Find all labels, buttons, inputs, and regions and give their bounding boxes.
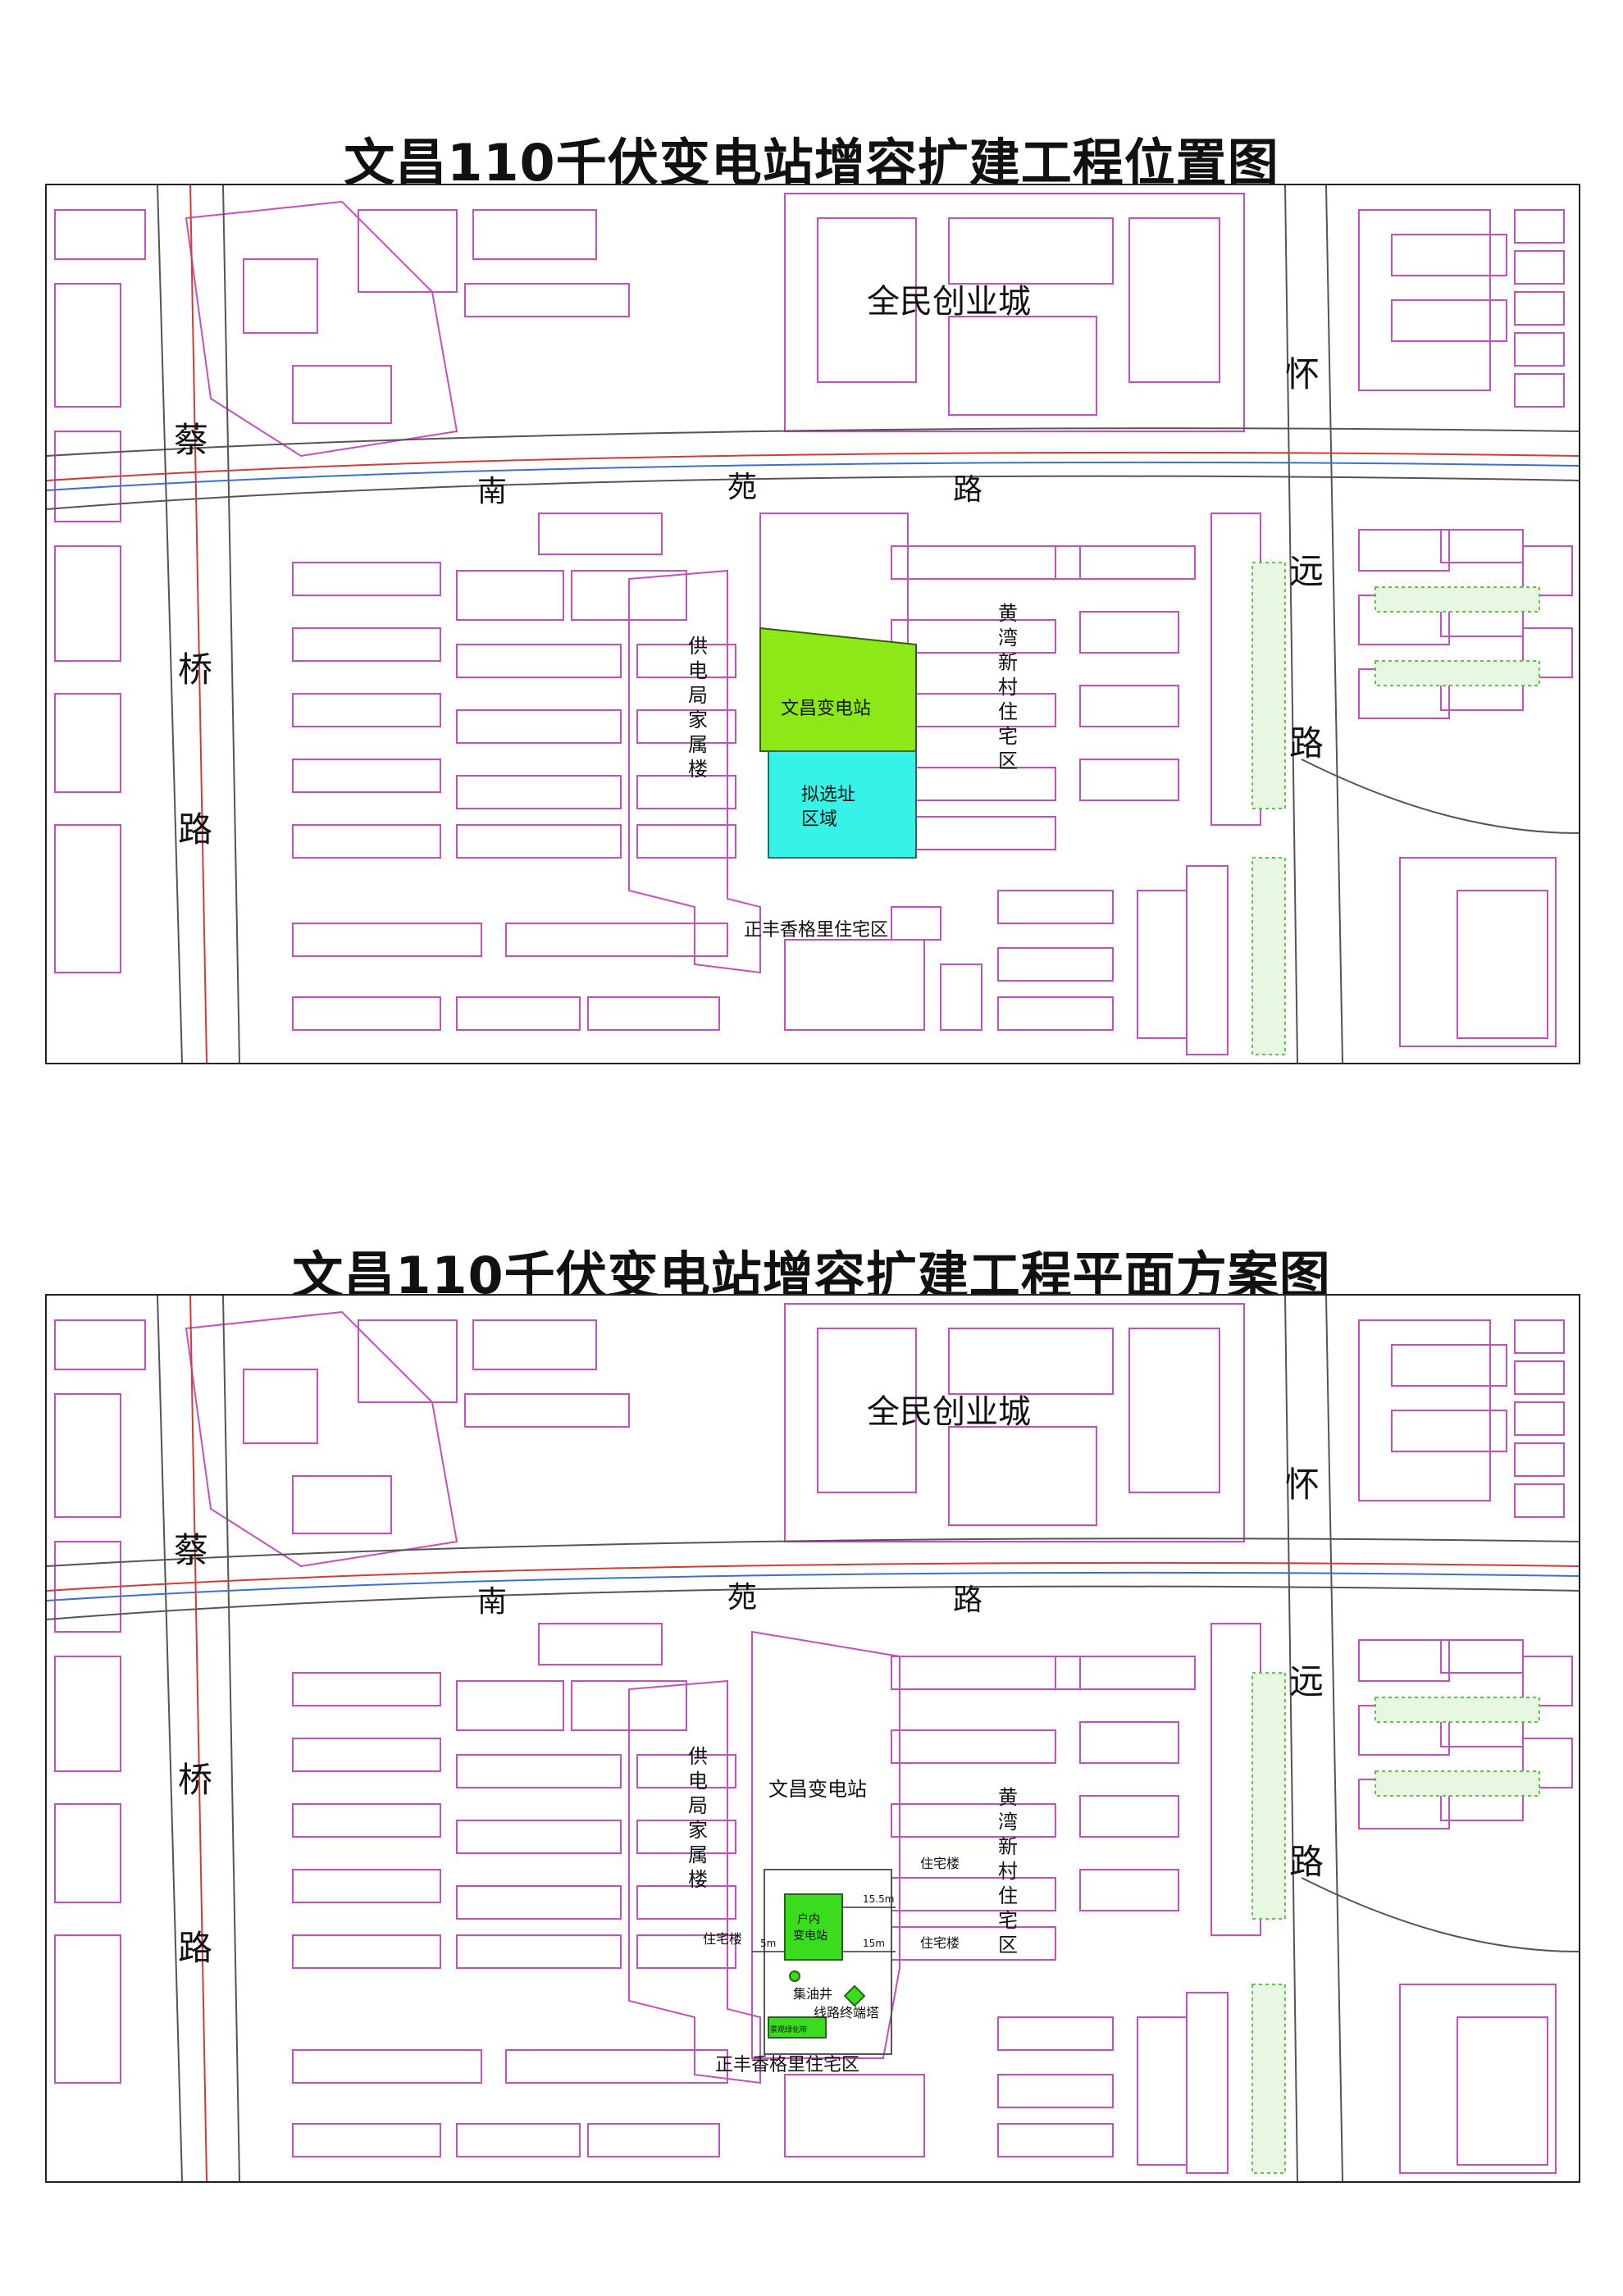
oil-well-label: 集油井 (793, 1986, 832, 2002)
plan-map: 全民创业城 蔡 桥 路 南 苑 路 怀 远 路 供 电 局 家 属 楼 黄 湾 … (45, 1294, 1580, 2183)
yuan-far-label: 远 (1289, 551, 1324, 591)
terminal-tower-icon (843, 1984, 866, 2007)
huangwan-char: 新 (998, 651, 1018, 674)
station-label: 文昌变电站 (781, 699, 871, 719)
dimension-label-2: 15m (863, 1938, 885, 1949)
location-map-canvas: 全民创业城 蔡 桥 路 南 苑 路 怀 远 路 供 电 局 家 属 楼 黄 湾 … (47, 185, 1579, 1063)
qiao-label: 桥 (178, 1760, 212, 1800)
gongdianju-label: 供 电 局 家 属 楼 (688, 635, 708, 781)
nan-label: 南 (477, 1585, 507, 1619)
huangwan-char: 宅 (998, 725, 1018, 748)
lu-mid-label: 路 (953, 473, 982, 507)
zhengfeng-label: 正丰香格里住宅区 (715, 2055, 859, 2075)
gongdianju-label: 供 电 局 家 属 楼 (688, 1745, 708, 1891)
road-edges (47, 185, 1579, 1063)
gongdianju-char: 局 (688, 1794, 708, 1817)
oil-well-icon (789, 1970, 800, 1982)
cai-label: 蔡 (174, 420, 208, 460)
yuan-road-label: 苑 (727, 471, 757, 504)
lu-right-label: 路 (1289, 723, 1324, 763)
proposed-label-line2: 区域 (801, 809, 837, 830)
gongdianju-char: 供 (688, 1745, 708, 1768)
road-edges (47, 1296, 1579, 2181)
gongdianju-char: 供 (688, 635, 708, 658)
gongdianju-char: 局 (688, 684, 708, 707)
gongdianju-char: 电 (688, 659, 708, 682)
dimension-lines (752, 1906, 896, 1952)
rail-lines (47, 1296, 1579, 2181)
dimension-label-3: 5m (760, 1938, 776, 1949)
proposed-label-line1: 拟选址 (801, 785, 855, 805)
green-belts (1251, 562, 1540, 1055)
landscape-box (768, 2016, 827, 2039)
location-map: 全民创业城 蔡 桥 路 南 苑 路 怀 远 路 供 电 局 家 属 楼 黄 湾 … (45, 184, 1580, 1064)
lu-left-label: 路 (178, 1928, 212, 1968)
huai-label: 怀 (1285, 1465, 1320, 1505)
lu-mid-label: 路 (953, 1583, 982, 1617)
gongdianju-char: 楼 (688, 758, 708, 781)
dimension-label-1: 15.5m (863, 1893, 894, 1905)
gongdianju-char: 属 (688, 1843, 708, 1866)
gongdianju-char: 电 (688, 1770, 708, 1793)
map1-title: 文昌110千伏变电站增容扩建工程位置图 (344, 133, 1279, 193)
huangwan-char: 住 (998, 700, 1018, 723)
indoor-substation-label-1: 户内 (797, 1912, 820, 1926)
plan-map-canvas: 全民创业城 蔡 桥 路 南 苑 路 怀 远 路 供 电 局 家 属 楼 黄 湾 … (47, 1296, 1579, 2181)
huangwan-char: 区 (998, 1934, 1018, 1957)
huangwan-char: 村 (998, 1860, 1018, 1883)
building-outlines (54, 1303, 1573, 2174)
indoor-substation (784, 1893, 843, 1961)
huai-label: 怀 (1285, 354, 1320, 394)
gongdianju-char: 家 (688, 708, 708, 731)
yuan-road-label: 苑 (727, 1581, 757, 1615)
huangwan-char: 湾 (998, 1811, 1018, 1834)
indoor-substation-label-2: 变电站 (793, 1929, 827, 1943)
site-boundary (764, 1869, 892, 2055)
landscape-box-label: 景观绿化带 (770, 2025, 807, 2034)
gongdianju-char: 楼 (688, 1868, 708, 1891)
huangwan-char: 村 (998, 676, 1018, 699)
residential-label-3: 住宅楼 (703, 1931, 742, 1947)
lu-right-label: 路 (1289, 1842, 1324, 1882)
rail-lines (47, 185, 1579, 1063)
huangwan-char: 住 (998, 1884, 1018, 1907)
residential-label-1: 住宅楼 (920, 1856, 960, 1871)
wenchang-station-area (759, 626, 917, 752)
huangwan-label: 黄 湾 新 村 住 宅 区 (998, 1786, 1018, 1957)
quanmin-label: 全民创业城 (867, 1393, 1031, 1431)
huangwan-char: 区 (998, 749, 1018, 772)
huangwan-char: 宅 (998, 1909, 1018, 1932)
cai-label: 蔡 (174, 1530, 208, 1570)
qiao-label: 桥 (178, 649, 212, 690)
yuan-far-label: 远 (1289, 1661, 1324, 1702)
huangwan-label: 黄 湾 新 村 住 宅 区 (998, 602, 1018, 772)
zhengfeng-label: 正丰香格里住宅区 (744, 920, 888, 941)
gongdianju-char: 家 (688, 1819, 708, 1842)
huangwan-char: 新 (998, 1835, 1018, 1858)
gongdianju-char: 属 (688, 733, 708, 756)
proposed-site-area (768, 750, 917, 859)
green-belts (1251, 1672, 1540, 2174)
lu-left-label: 路 (178, 809, 212, 850)
tower-label: 线路终端塔 (814, 2005, 879, 2020)
huangwan-char: 黄 (998, 602, 1018, 625)
quanmin-label: 全民创业城 (867, 283, 1031, 321)
residential-label-2: 住宅楼 (920, 1935, 960, 1951)
nan-label: 南 (477, 475, 507, 508)
huangwan-char: 黄 (998, 1786, 1018, 1809)
huangwan-char: 湾 (998, 626, 1018, 649)
station-label: 文昌变电站 (768, 1778, 867, 1801)
building-outlines (54, 193, 1573, 1055)
